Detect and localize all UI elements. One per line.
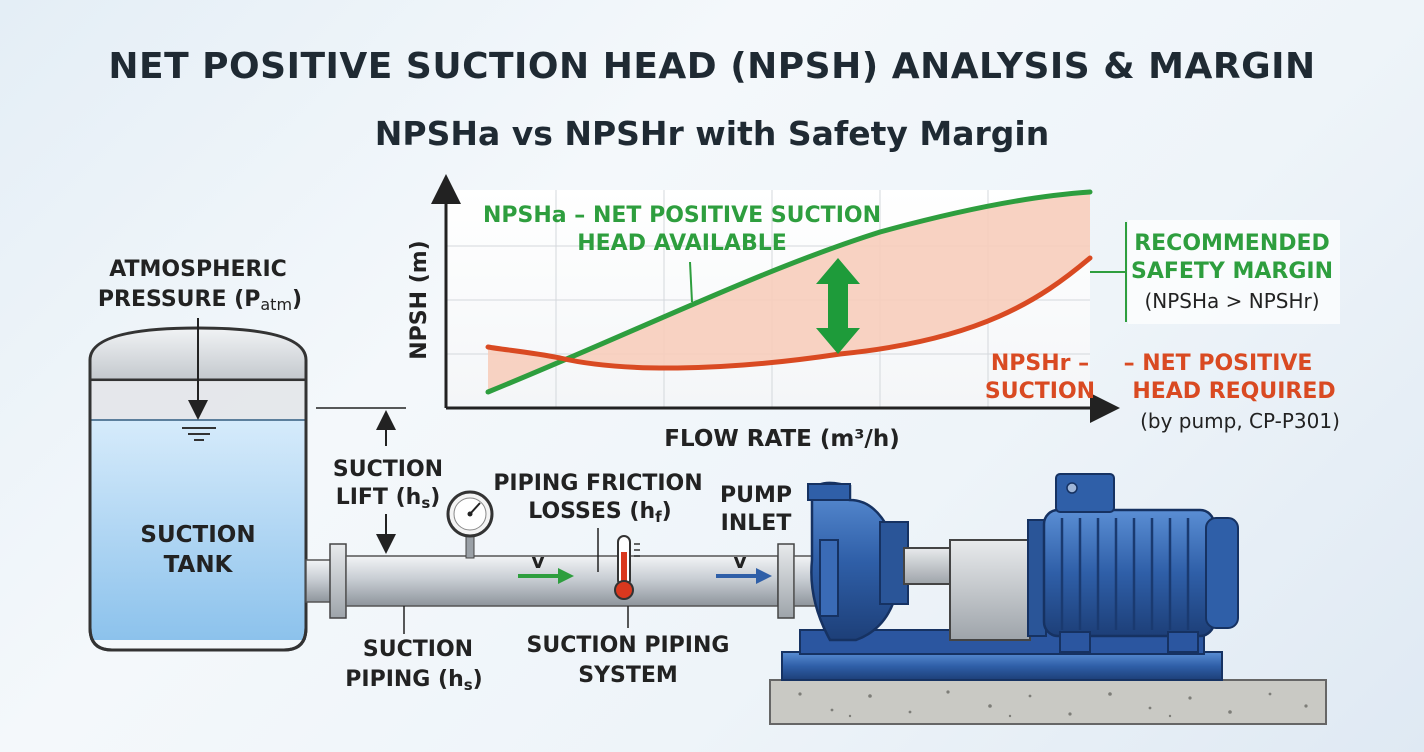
pump-inlet-line1: PUMP bbox=[720, 483, 792, 508]
tank-label-line2: TANK bbox=[164, 552, 234, 578]
friction-label-line2: LOSSES (hf) bbox=[528, 499, 671, 526]
npsh-chart: NPSH (m) FLOW RATE (m³/h) NPSHa – NET PO… bbox=[407, 174, 1340, 452]
npshr-label-right2: HEAD REQUIRED bbox=[1132, 379, 1335, 404]
piping-system-line1: SUCTION PIPING bbox=[527, 633, 730, 658]
double-arrow-icon bbox=[816, 258, 860, 354]
suction-lift-line2: LIFT (hs) bbox=[336, 485, 441, 512]
flow-arrow-icon bbox=[716, 568, 772, 584]
npshr-label-left1: NPSHr – bbox=[991, 351, 1089, 376]
margin-label-line2: SAFETY MARGIN bbox=[1131, 259, 1333, 284]
margin-label-line1: RECOMMENDED bbox=[1134, 231, 1330, 256]
suction-piping-line2: PIPING (hs) bbox=[345, 667, 482, 694]
npsha-label-line1: NPSHa – NET POSITIVE SUCTION bbox=[483, 203, 881, 228]
concrete-foundation bbox=[769, 679, 1327, 725]
pipe-flange-right bbox=[777, 543, 795, 619]
friction-label-line1: PIPING FRICTION bbox=[493, 471, 702, 496]
atmospheric-label-line1: ATMOSPHERIC bbox=[109, 257, 287, 282]
y-axis-label: NPSH (m) bbox=[407, 240, 432, 360]
terminal-box bbox=[1055, 473, 1115, 513]
electric-motor bbox=[1042, 473, 1239, 653]
flow-arrow-icon bbox=[518, 568, 574, 584]
suction-lift-line1: SUCTION bbox=[333, 457, 443, 482]
page-title: NET POSITIVE SUCTION HEAD (NPSH) ANALYSI… bbox=[108, 46, 1316, 87]
npshr-label-right3: (by pump, CP-P301) bbox=[1140, 409, 1340, 433]
coupling-guard bbox=[949, 539, 1031, 641]
pipe-flange-left bbox=[329, 543, 347, 619]
safety-margin-area bbox=[488, 192, 1090, 392]
piping-system-line2: SYSTEM bbox=[578, 663, 678, 688]
npshr-curve bbox=[485, 255, 1093, 371]
npsha-label-line2: HEAD AVAILABLE bbox=[577, 231, 787, 256]
suction-piping-line1: SUCTION bbox=[363, 637, 473, 662]
atmospheric-label-line2: PRESSURE (Patm) bbox=[98, 287, 302, 314]
pump-inlet-line2: INLET bbox=[721, 511, 792, 536]
margin-label-line3: (NPSHa > NPSHr) bbox=[1144, 289, 1319, 313]
velocity-label-1: v bbox=[531, 549, 544, 573]
velocity-label-2: v bbox=[733, 549, 746, 573]
water-level-icon bbox=[182, 427, 216, 441]
thermometer-icon bbox=[614, 535, 640, 600]
x-axis-label: FLOW RATE (m³/h) bbox=[664, 426, 899, 452]
centrifugal-pump bbox=[807, 481, 1047, 642]
page-subtitle: NPSHa vs NPSHr with Safety Margin bbox=[374, 114, 1050, 153]
tank-label-line1: SUCTION bbox=[140, 522, 255, 548]
npsha-curve bbox=[485, 189, 1093, 395]
pressure-gauge-icon bbox=[446, 490, 494, 559]
npshr-label-left2: SUCTION bbox=[985, 379, 1095, 404]
margin-label-box bbox=[1128, 220, 1340, 324]
npsha-leader-line bbox=[689, 261, 693, 303]
npshr-label-right1: – NET POSITIVE bbox=[1124, 351, 1313, 376]
